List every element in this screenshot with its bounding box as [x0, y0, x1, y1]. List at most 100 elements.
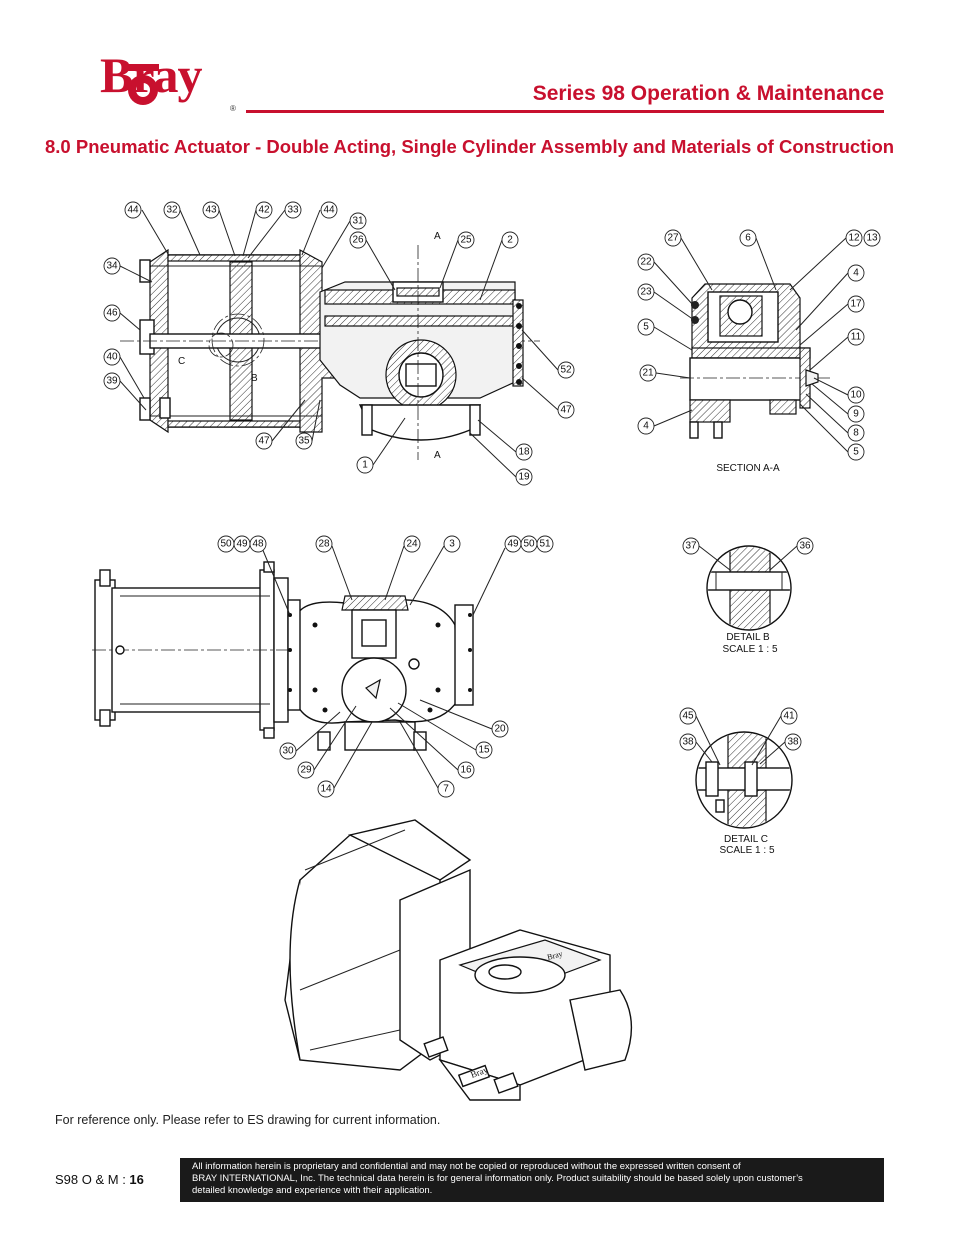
svg-text:47: 47 [560, 405, 572, 416]
callout-19: 19 [469, 432, 533, 486]
svg-text:32: 32 [166, 205, 178, 216]
svg-text:14: 14 [320, 784, 332, 795]
svg-text:49: 49 [507, 539, 519, 550]
section-marker-a-bottom: A [434, 450, 441, 461]
callout-1: 1 [356, 417, 406, 474]
svg-text:40: 40 [106, 352, 118, 363]
svg-text:44: 44 [127, 205, 139, 216]
svg-text:10: 10 [850, 390, 862, 401]
disclaimer-line: detailed knowledge and experience with t… [192, 1185, 433, 1196]
svg-text:11: 11 [851, 332, 862, 343]
svg-text:37: 37 [685, 541, 697, 552]
svg-text:30: 30 [282, 746, 294, 757]
svg-text:26: 26 [352, 235, 364, 246]
svg-text:49: 49 [236, 539, 248, 550]
svg-text:4: 4 [853, 268, 859, 279]
svg-text:38: 38 [682, 737, 694, 748]
front-view [92, 561, 474, 751]
svg-text:48: 48 [252, 539, 264, 550]
svg-text:39: 39 [106, 376, 118, 387]
svg-text:21: 21 [642, 368, 654, 379]
header-rule [246, 110, 884, 113]
disclaimer: All information herein is proprietary an… [180, 1158, 884, 1202]
svg-text:22: 22 [640, 257, 652, 268]
callout-31: 31 [321, 212, 367, 269]
svg-text:24: 24 [406, 539, 418, 550]
svg-text:6: 6 [745, 233, 751, 244]
registered-mark: ® [230, 104, 236, 113]
callout-42: 42 [242, 201, 273, 257]
svg-text:18: 18 [518, 447, 530, 458]
main-section-view: A A B C [120, 231, 540, 461]
detail-b-scale: SCALE 1 : 5 [722, 644, 777, 655]
disclaimer-line: All information herein is proprietary an… [192, 1161, 741, 1172]
disclaimer-line: BRAY INTERNATIONAL, Inc. The technical d… [192, 1173, 803, 1184]
callout-46: 46 [103, 304, 141, 331]
callout-32: 32 [163, 201, 201, 256]
svg-text:41: 41 [783, 711, 795, 722]
svg-text:44: 44 [323, 205, 335, 216]
series-title: Series 98 Operation & Maintenance [532, 82, 884, 105]
callout-52: 52 [521, 329, 575, 379]
detail-marker-b: B [251, 373, 258, 384]
detail-c-title: DETAIL C [724, 834, 768, 845]
callouts-section: 27 6 12 13 22 4 23 17 5 11 21 10 9 4 8 5 [637, 229, 881, 461]
svg-text:36: 36 [799, 541, 811, 552]
detail-b: DETAIL B SCALE 1 : 5 [706, 545, 792, 655]
svg-text:15: 15 [478, 745, 490, 756]
detail-marker-c: C [178, 356, 185, 367]
svg-text:34: 34 [106, 261, 118, 272]
svg-text:46: 46 [106, 308, 118, 319]
svg-text:52: 52 [560, 365, 572, 376]
callout-18: 18 [477, 419, 533, 461]
callout-25: 25 [439, 231, 475, 289]
svg-text:50: 50 [523, 539, 535, 550]
reference-note: For reference only. Please refer to ES d… [55, 1113, 441, 1127]
callout-44a: 44 [124, 201, 169, 255]
callouts-detail-b: 37 36 [682, 537, 814, 571]
svg-text:23: 23 [640, 287, 652, 298]
detail-c-scale: SCALE 1 : 5 [719, 845, 774, 856]
svg-text:51: 51 [539, 539, 551, 550]
callout-2: 2 [479, 231, 519, 301]
section-marker-a-top: A [434, 231, 441, 242]
section-title: 8.0 Pneumatic Actuator - Double Acting, … [45, 136, 895, 157]
callout-26: 26 [349, 231, 396, 291]
svg-text:28: 28 [318, 539, 330, 550]
detail-c: DETAIL C SCALE 1 : 5 [695, 731, 793, 856]
callouts-front: 50 49 48 28 24 3 49 50 51 20 30 15 29 16… [217, 535, 554, 798]
svg-text:31: 31 [352, 216, 364, 227]
svg-text:5: 5 [853, 447, 859, 458]
brand-logo: Bray [100, 47, 203, 103]
svg-text:16: 16 [460, 765, 472, 776]
detail-b-title: DETAIL B [726, 632, 770, 643]
callouts-detail-c: 45 41 38 38 [679, 707, 802, 766]
callouts-main: 44 32 43 42 33 44 31 26 25 2 34 46 40 39… [103, 201, 575, 486]
svg-text:5: 5 [643, 322, 649, 333]
svg-text:20: 20 [494, 724, 506, 735]
callout-39: 39 [103, 372, 147, 411]
svg-text:19: 19 [518, 472, 530, 483]
callout-44b: 44 [301, 201, 338, 256]
svg-text:2: 2 [507, 235, 513, 246]
isometric-view: Bray Bray [284, 819, 633, 1101]
svg-text:43: 43 [205, 205, 217, 216]
callout-34: 34 [103, 257, 153, 283]
svg-text:47: 47 [258, 436, 270, 447]
page-number: S98 O & M : 16 [55, 1172, 144, 1187]
svg-text:9: 9 [853, 409, 859, 420]
svg-text:3: 3 [449, 539, 455, 550]
svg-text:25: 25 [460, 235, 472, 246]
svg-text:50: 50 [220, 539, 232, 550]
svg-text:7: 7 [443, 784, 449, 795]
callout-35: 35 [295, 399, 321, 450]
svg-text:38: 38 [787, 737, 799, 748]
svg-text:35: 35 [298, 436, 310, 447]
svg-text:27: 27 [667, 233, 679, 244]
callout-43: 43 [202, 201, 236, 257]
svg-text:1: 1 [362, 460, 368, 471]
svg-text:8: 8 [853, 428, 859, 439]
svg-text:13: 13 [866, 233, 878, 244]
svg-text:17: 17 [850, 299, 862, 310]
